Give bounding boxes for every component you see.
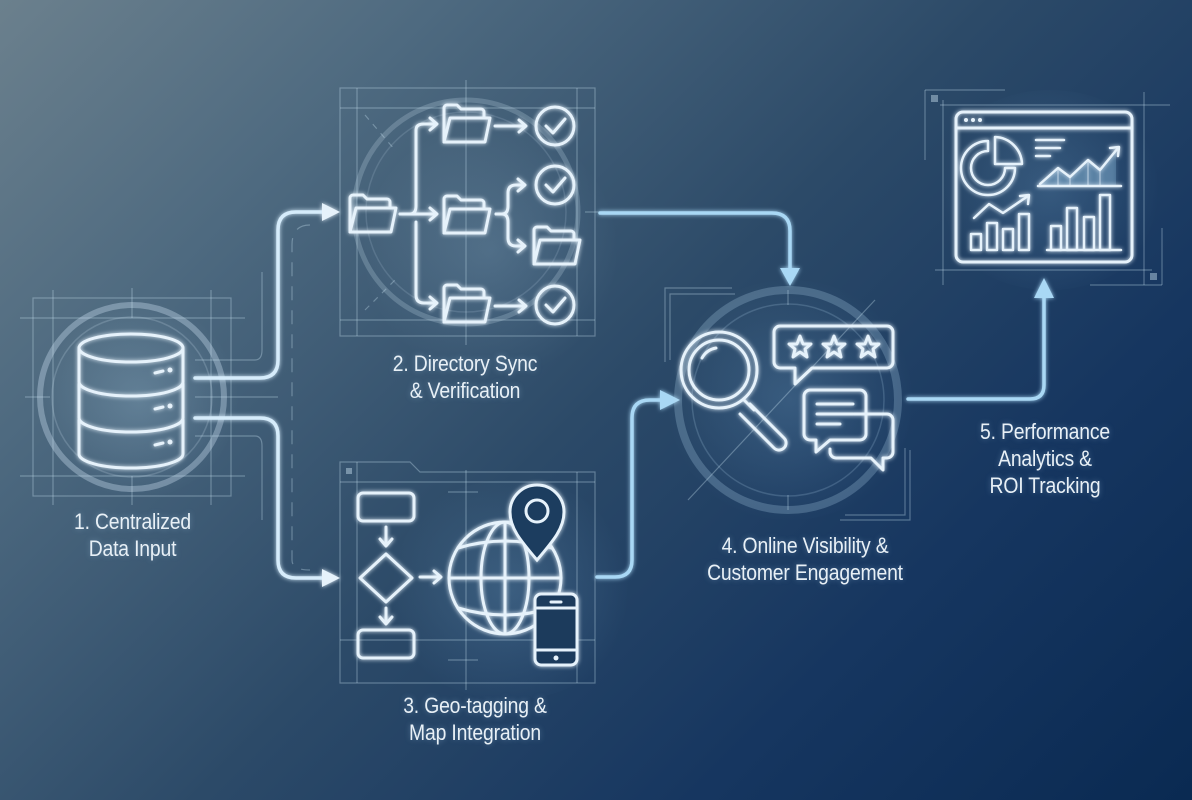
connector-2-to-4 <box>598 211 800 286</box>
chat-bubbles-icon <box>802 388 895 472</box>
star-icon <box>855 334 881 359</box>
mobile-phone-icon <box>533 592 579 667</box>
step-1-label: 1. Centralized Data Input <box>51 508 214 562</box>
bar-chart-growth-icon <box>969 193 1031 252</box>
step-1-label-line1: 1. Centralized <box>73 509 191 534</box>
folder-tree-icon <box>348 103 582 326</box>
step-3-label: 3. Geo-tagging & Map Integration <box>374 692 576 746</box>
folder-icon <box>442 194 492 235</box>
check-circle-icon <box>534 284 576 326</box>
connector-1-to-2 <box>193 203 340 380</box>
connector-1-to-3 <box>193 416 340 587</box>
step-2-label-line2: & Verification <box>409 378 521 403</box>
connector-4-to-5 <box>906 278 1054 401</box>
step-3-label-line2: Map Integration <box>409 720 541 745</box>
analytics-dashboard-icon <box>954 110 1134 264</box>
magnifier-icon <box>679 330 788 452</box>
trend-line-icon <box>1036 145 1123 188</box>
step-2-label: 2. Directory Sync & Verification <box>364 350 566 404</box>
step-2-label-line1: 2. Directory Sync <box>392 351 538 376</box>
star-icon <box>787 334 813 359</box>
step-4-label-line1: 4. Online Visibility & <box>721 533 889 558</box>
step-5-frame <box>924 89 1170 286</box>
step-4-label-line2: Customer Engagement <box>707 560 903 585</box>
step-1-frame <box>20 288 245 505</box>
folder-icon <box>532 225 582 266</box>
database-icon <box>77 332 185 470</box>
connector-3-to-4 <box>595 390 680 579</box>
folder-icon <box>442 103 492 144</box>
step-5-label-line1: 5. Performance <box>980 419 1110 444</box>
check-circle-icon <box>534 164 576 206</box>
bar-chart-icon <box>1045 193 1123 252</box>
folder-icon <box>348 193 398 234</box>
star-rating-bubble-icon <box>772 324 895 386</box>
check-circle-icon <box>534 105 576 147</box>
folder-icon <box>442 283 492 324</box>
step-4-frame <box>664 286 911 521</box>
donut-chart-icon <box>959 135 1024 197</box>
step-5-label-line2: Analytics & <box>998 446 1092 471</box>
step-5-label-line3: ROI Tracking <box>989 473 1101 498</box>
step-3-label-line1: 3. Geo-tagging & <box>403 693 547 718</box>
step-1-label-line2: Data Input <box>88 536 177 561</box>
star-icon <box>821 334 847 359</box>
map-pin-icon <box>508 483 566 563</box>
step-5-label: 5. Performance Analytics & ROI Tracking <box>957 418 1133 499</box>
flowchart-icon <box>356 491 443 660</box>
connector-guides <box>195 224 311 571</box>
step-4-label: 4. Online Visibility & Customer Engageme… <box>682 532 928 586</box>
